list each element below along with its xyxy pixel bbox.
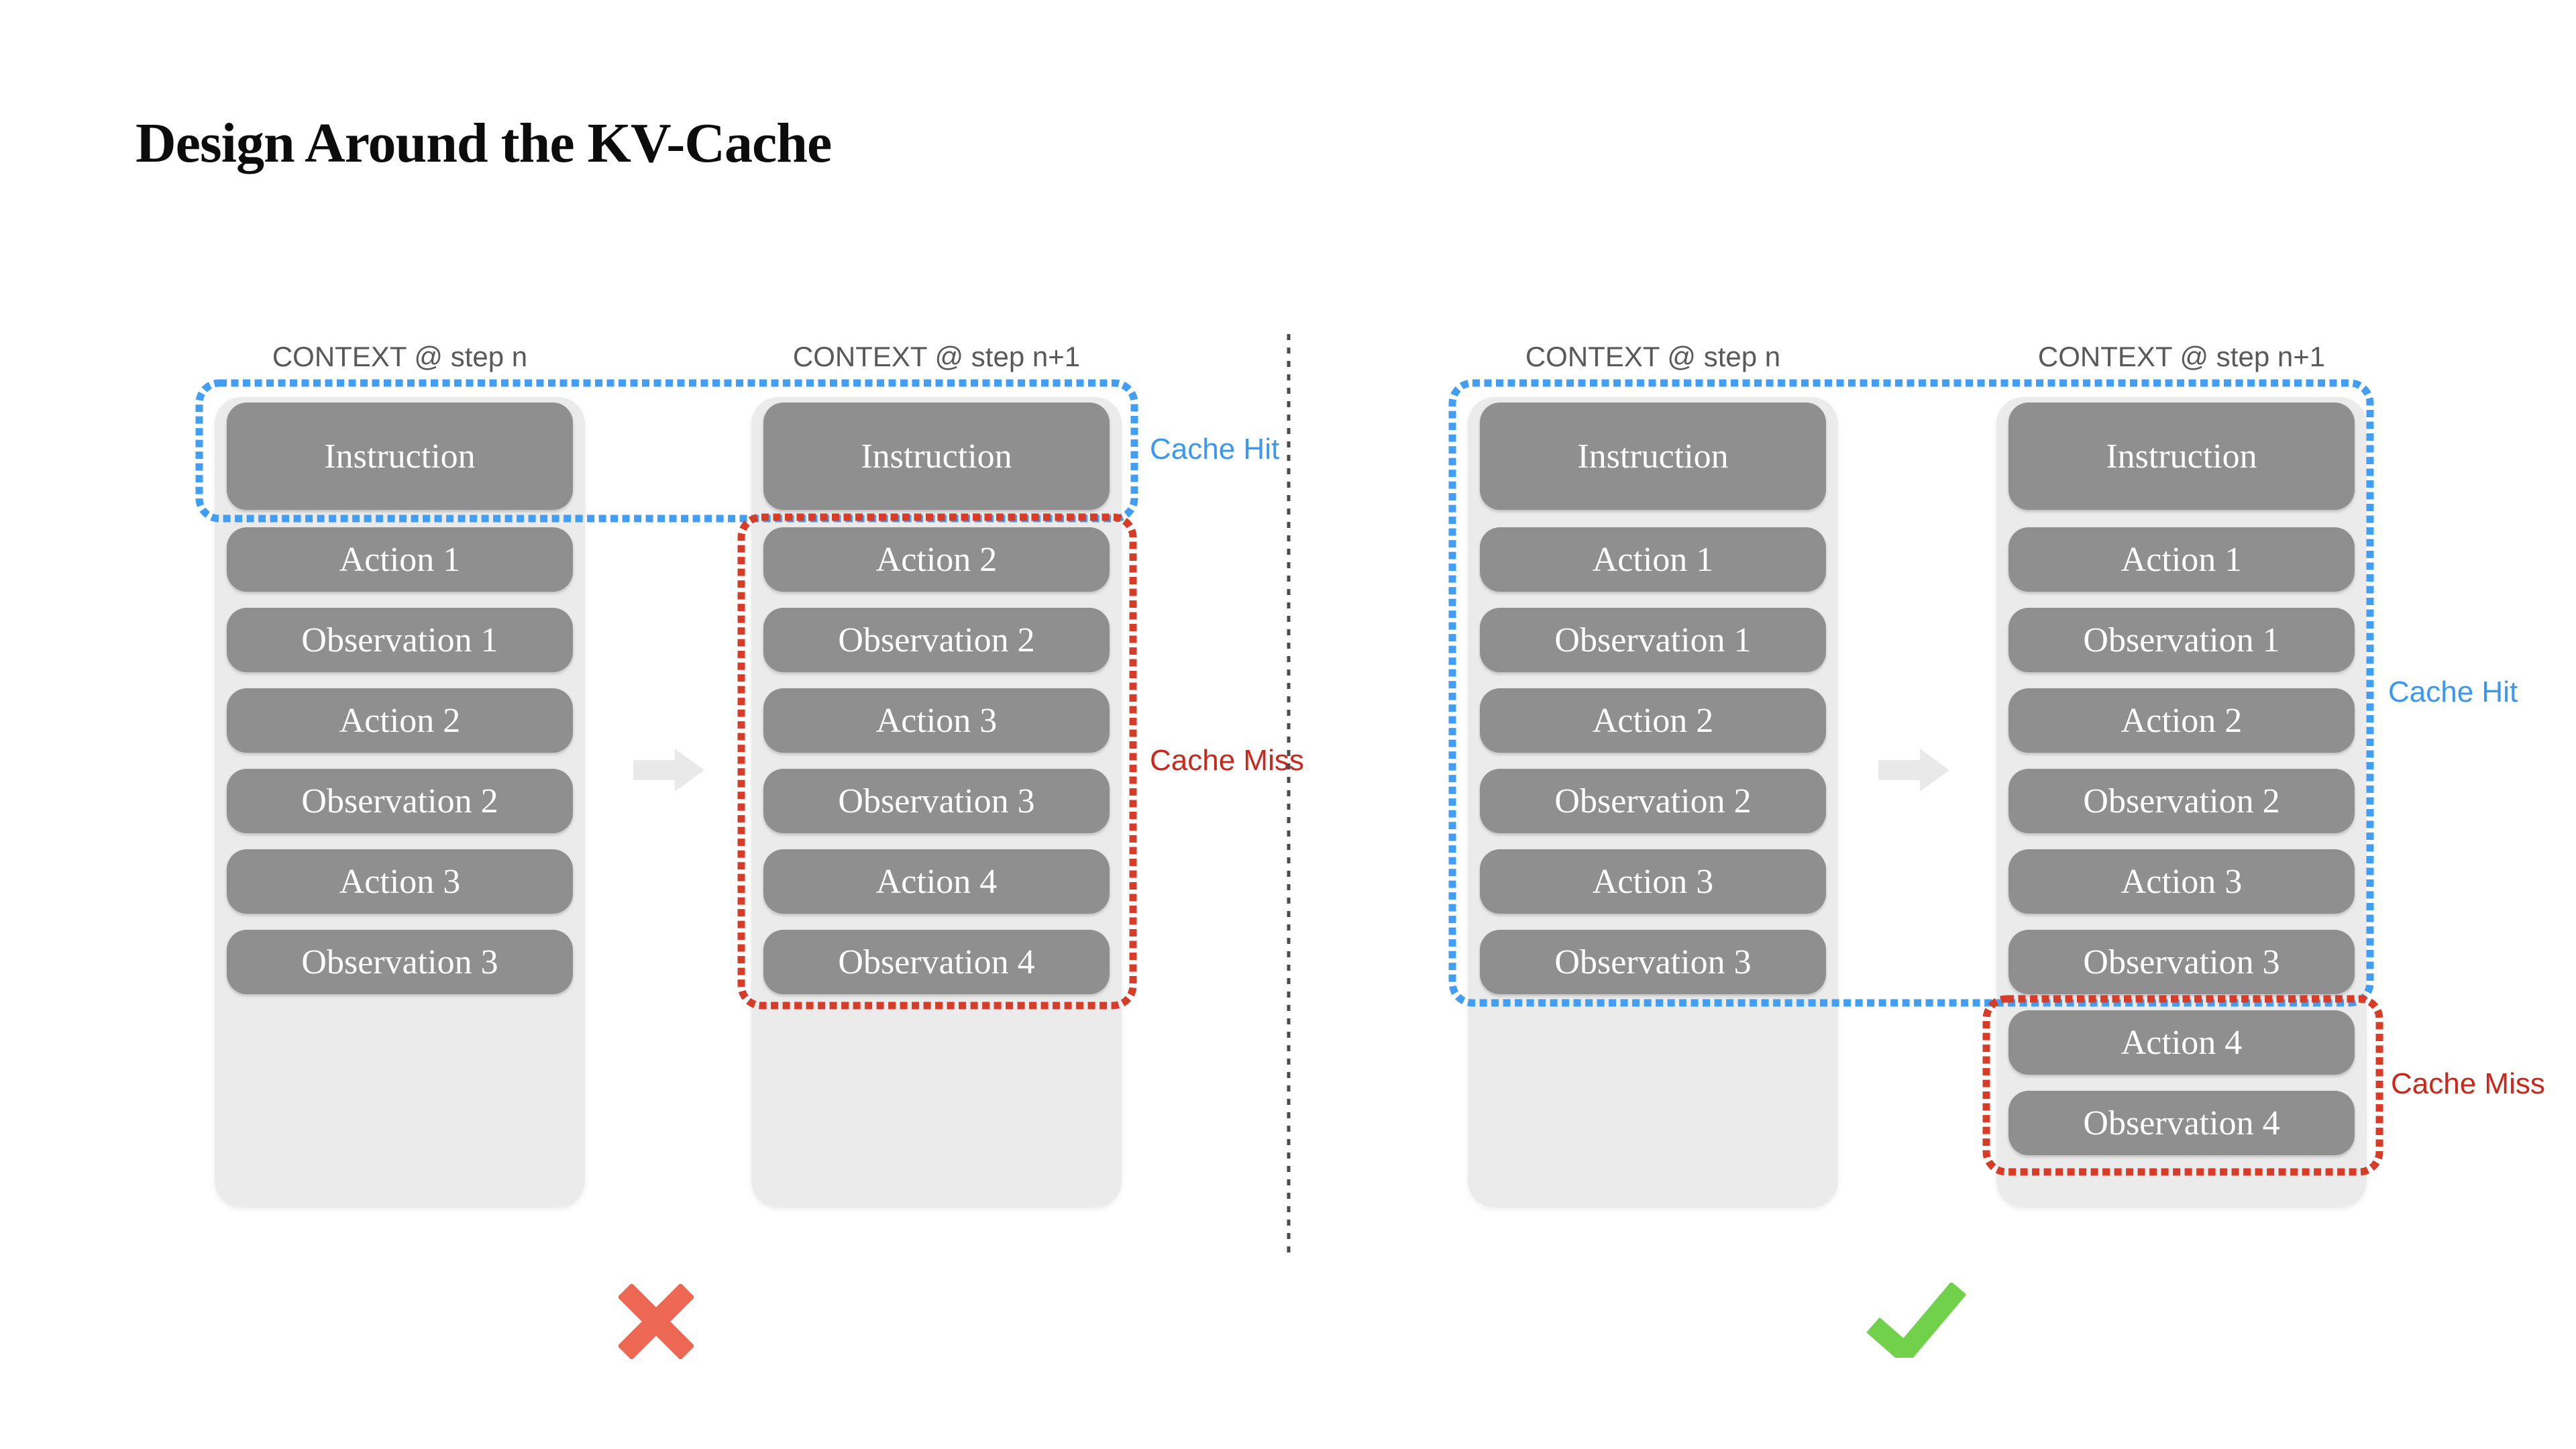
check-mark-icon <box>1866 1283 1966 1358</box>
context-box-action-2: Action 2 <box>227 688 573 753</box>
context-header: CONTEXT @ step n+1 <box>2037 341 2326 372</box>
context-box-action-1: Action 1 <box>2008 527 2355 592</box>
context-box-observation-3: Observation 3 <box>2008 930 2355 994</box>
cache-miss-label: Cache Miss <box>2391 1067 2545 1100</box>
cache-hit-label: Cache Hit <box>1150 433 1280 466</box>
context-box-observation-1: Observation 1 <box>1480 608 1826 672</box>
context-box-observation-1: Observation 1 <box>2008 608 2355 672</box>
context-box-observation-2: Observation 2 <box>1480 769 1826 833</box>
right-arrow-icon <box>1878 749 1949 792</box>
context-box-observation-2: Observation 2 <box>227 769 573 833</box>
context-box-action-3: Action 3 <box>227 849 573 914</box>
context-box-observation-1: Observation 1 <box>227 608 573 672</box>
context-box-instruction: Instruction <box>1480 402 1826 510</box>
context-header: CONTEXT @ step n <box>272 341 528 372</box>
cache-miss-label: Cache Miss <box>1150 744 1304 777</box>
context-box-action-3: Action 3 <box>2008 849 2355 914</box>
context-box-action-1: Action 1 <box>1480 527 1826 592</box>
cache-hit-label: Cache Hit <box>2388 676 2518 708</box>
context-box-action-2: Action 2 <box>2008 688 2355 753</box>
context-header: CONTEXT @ step n <box>1525 341 1781 372</box>
context-box-action-2: Action 2 <box>1480 688 1826 753</box>
context-box-action-1: Action 1 <box>227 527 573 592</box>
context-box-observation-2: Observation 2 <box>2008 769 2355 833</box>
context-header: CONTEXT @ step n+1 <box>792 341 1081 372</box>
context-box-action-4: Action 4 <box>2008 1010 2355 1075</box>
context-box-observation-4: Observation 4 <box>2008 1091 2355 1155</box>
context-box-instruction: Instruction <box>2008 402 2355 510</box>
slide-title: Design Around the KV-Cache <box>136 112 832 174</box>
context-box-observation-3: Observation 3 <box>227 930 573 994</box>
context-box-action-3: Action 3 <box>1480 849 1826 914</box>
context-box-observation-3: Observation 3 <box>1480 930 1826 994</box>
